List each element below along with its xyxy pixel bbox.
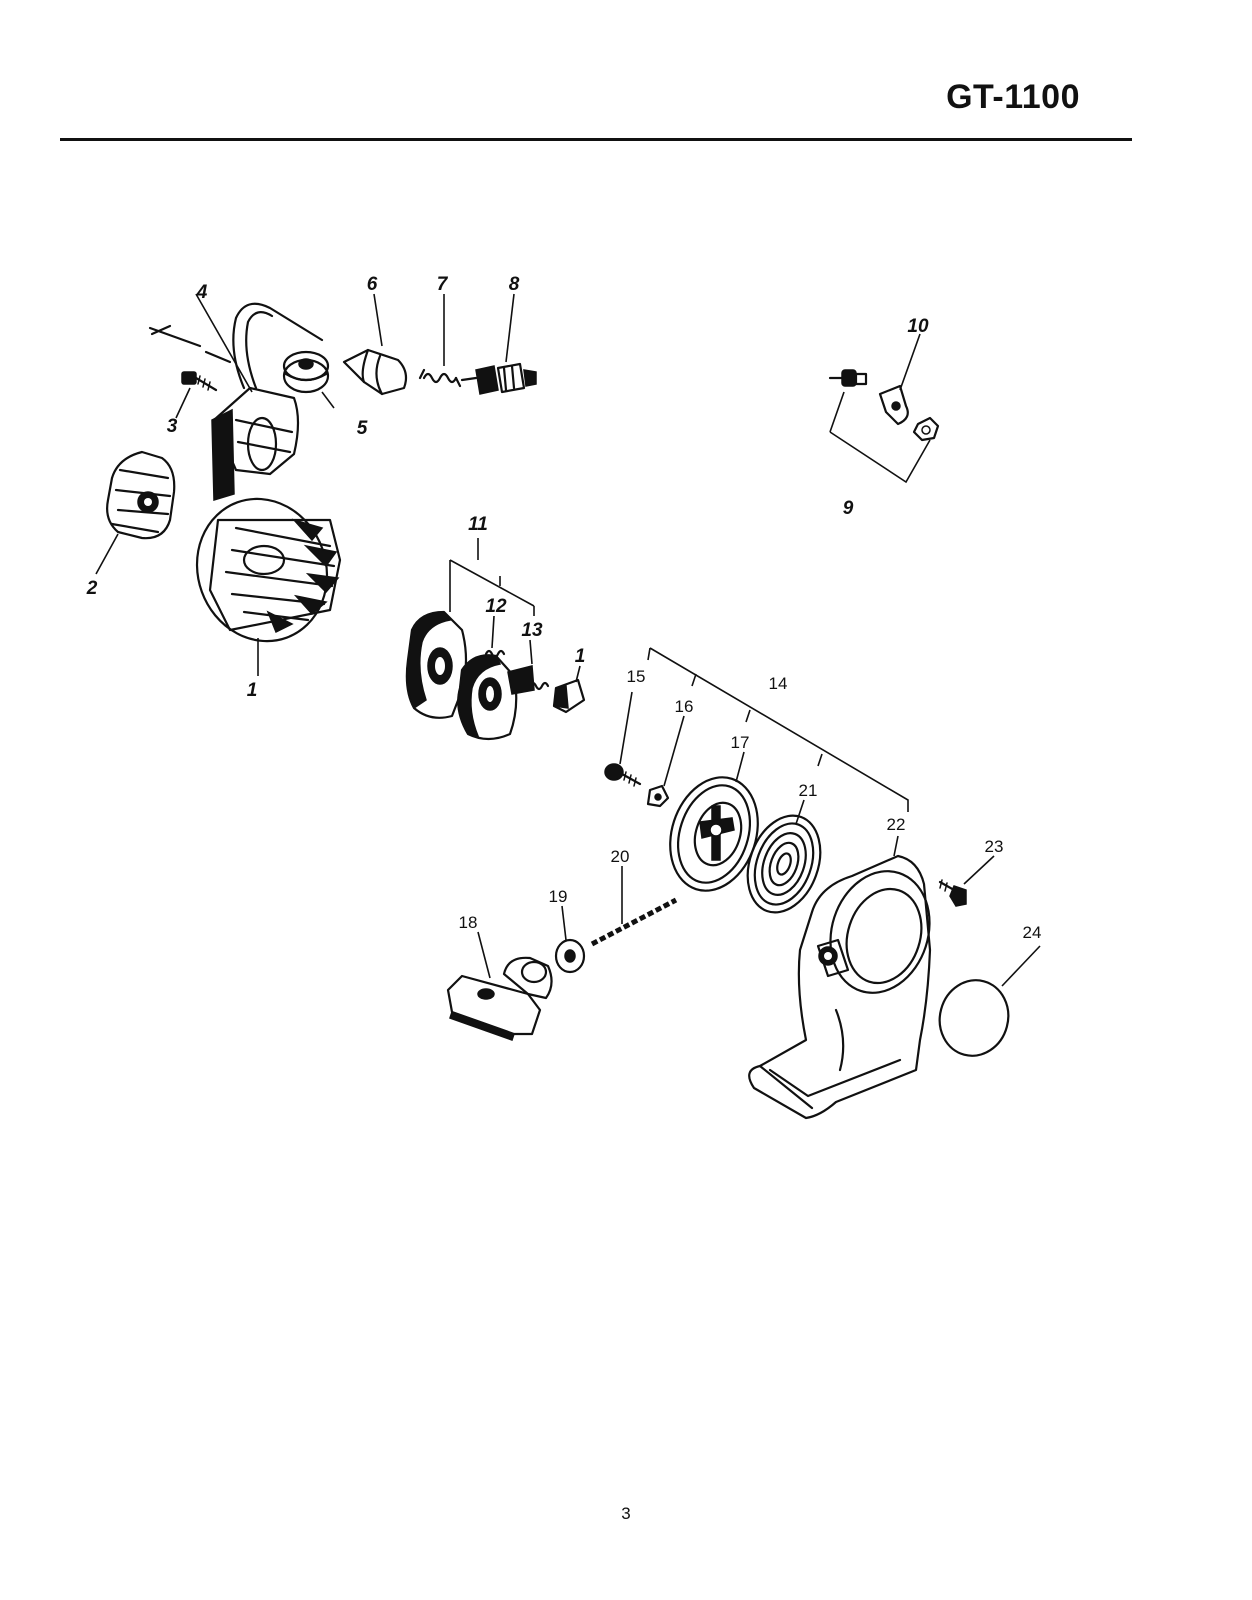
part-19-handle-insert [554, 938, 586, 974]
part-7-spring [418, 368, 462, 388]
leader-lines [95, 293, 1041, 987]
callout-4: 4 [196, 282, 208, 303]
callout-21: 21 [799, 781, 818, 800]
callout-11: 11 [468, 514, 488, 535]
part-9-10-stop-switch [828, 369, 940, 442]
part-3-bolt [181, 371, 218, 392]
model-title: GT-1100 [946, 78, 1080, 116]
header-divider [60, 138, 1132, 141]
page-number: 3 [621, 1504, 631, 1523]
callout-9: 9 [843, 498, 854, 519]
callout-8: 8 [509, 274, 520, 295]
part-5-spool [282, 350, 330, 394]
callout-18: 18 [459, 913, 478, 932]
callout-19: 19 [549, 887, 568, 906]
callout-labels: 1 1 2 3 4 5 6 7 8 9 10 11 12 13 14 15 16… [86, 274, 1042, 942]
part-21-recoil-spring [746, 814, 822, 914]
part-11-clutch-assembly [405, 610, 586, 741]
callout-2: 2 [86, 578, 98, 599]
callout-1b: 1 [575, 646, 586, 667]
callout-6: 6 [367, 274, 378, 295]
callout-22: 22 [887, 815, 906, 834]
part-23-bolt [938, 879, 967, 907]
callout-23: 23 [985, 837, 1004, 856]
part-20-starter-rope [590, 897, 678, 947]
callout-14: 14 [769, 674, 788, 693]
callout-15: 15 [627, 667, 646, 686]
callout-13: 13 [521, 620, 543, 641]
part-22-starter-case [748, 854, 932, 1120]
callout-7: 7 [437, 274, 449, 295]
callout-1a: 1 [247, 680, 258, 701]
callout-20: 20 [611, 847, 630, 866]
part-18-starter-handle [446, 956, 553, 1041]
callout-24: 24 [1023, 923, 1042, 942]
part-1-flywheel [195, 497, 342, 643]
part-4-ignition-coil [148, 302, 324, 502]
callout-10: 10 [907, 316, 929, 337]
callout-3: 3 [167, 416, 178, 437]
part-16-washer [646, 784, 670, 808]
part-15-bolt [604, 763, 642, 787]
part-8-spark-plug [460, 362, 537, 395]
part-6-plug-cap [342, 348, 408, 396]
callout-5: 5 [357, 418, 368, 439]
part-24-gasket [938, 979, 1010, 1057]
callout-17: 17 [731, 733, 750, 752]
part-2-clutch-housing [106, 450, 176, 540]
callout-12: 12 [485, 596, 507, 617]
callout-16: 16 [675, 697, 694, 716]
